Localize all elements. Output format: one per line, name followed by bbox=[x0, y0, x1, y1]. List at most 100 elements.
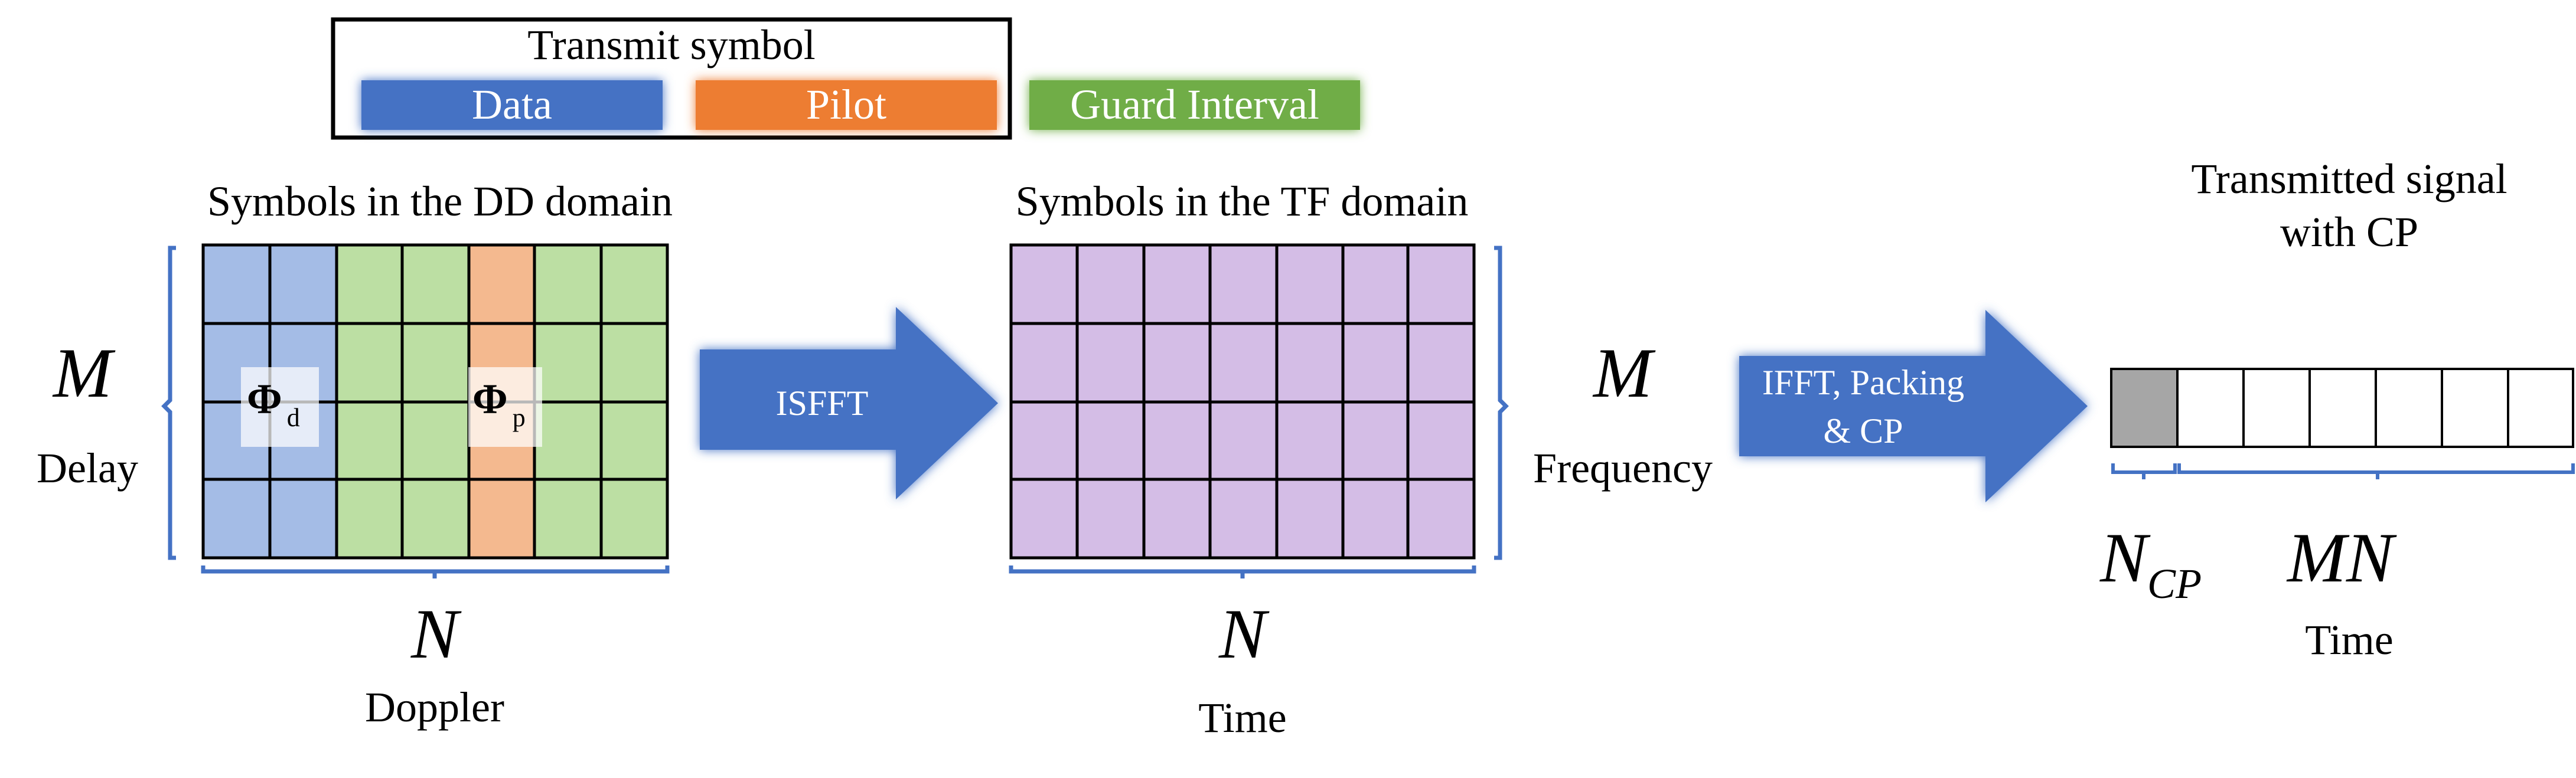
dd-cell bbox=[599, 478, 669, 560]
legend-guard-swatch bbox=[1029, 80, 1360, 130]
tf-cell bbox=[1208, 478, 1279, 560]
tf-right-brace bbox=[1494, 246, 1509, 560]
dd-n-label: N bbox=[410, 594, 462, 673]
tf-cell bbox=[1009, 243, 1079, 325]
dd-cell bbox=[335, 400, 404, 481]
tf-frequency-label: Frequency bbox=[1533, 444, 1713, 492]
legend-data-swatch bbox=[361, 80, 663, 130]
tf-cell bbox=[1341, 400, 1410, 481]
ifft-label-line1: IFFT, Packing bbox=[1762, 363, 1964, 402]
phi-d-highlight bbox=[241, 367, 319, 447]
cp-brace bbox=[2111, 463, 2177, 479]
dd-cell bbox=[335, 322, 404, 404]
signal-cell bbox=[2375, 368, 2443, 448]
legend-guard-label: Guard Interval bbox=[1070, 81, 1319, 128]
legend-pilot-swatch bbox=[696, 80, 997, 130]
signal-title-line2: with CP bbox=[2280, 208, 2418, 256]
tf-n-label: N bbox=[1218, 594, 1270, 673]
tf-cell bbox=[1275, 400, 1345, 481]
tf-cell bbox=[1208, 243, 1279, 325]
legend-title: Transmit symbol bbox=[527, 21, 815, 68]
dd-cell bbox=[533, 400, 603, 481]
tf-grid bbox=[1009, 243, 1476, 560]
tf-title: Symbols in the TF domain bbox=[1016, 178, 1469, 225]
signal-cell bbox=[2176, 368, 2245, 448]
mn-label: MN bbox=[2286, 518, 2397, 597]
tf-cell bbox=[1406, 400, 1476, 481]
tf-cell bbox=[1275, 243, 1345, 325]
dd-cell bbox=[533, 478, 603, 560]
dd-cell bbox=[201, 478, 272, 560]
tf-time-label: Time bbox=[1198, 694, 1286, 741]
legend-data-label: Data bbox=[472, 81, 552, 128]
isfft-arrow: ISFFT bbox=[700, 307, 998, 499]
dd-cell bbox=[599, 243, 669, 325]
dd-left-brace bbox=[161, 246, 176, 560]
signal-cell bbox=[2507, 368, 2574, 448]
legend: Transmit symbol Data Pilot Guard Interva… bbox=[331, 17, 1360, 140]
dd-cell bbox=[268, 243, 338, 325]
tf-cell bbox=[1208, 400, 1279, 481]
dd-m-label: M bbox=[52, 334, 116, 412]
dd-cell bbox=[201, 243, 272, 325]
dd-doppler-label: Doppler bbox=[365, 684, 504, 731]
tf-cell bbox=[1142, 322, 1212, 404]
ifft-label-line2: & CP bbox=[1823, 411, 1903, 450]
ncp-label: NCP bbox=[2099, 518, 2202, 607]
tf-cell bbox=[1009, 322, 1079, 404]
dd-title: Symbols in the DD domain bbox=[207, 178, 673, 225]
tf-cell bbox=[1275, 478, 1345, 560]
tf-cell bbox=[1009, 400, 1079, 481]
dd-cell bbox=[400, 400, 471, 481]
signal-time-label: Time bbox=[2305, 616, 2393, 663]
tf-cell bbox=[1341, 243, 1410, 325]
tf-cell bbox=[1208, 322, 1279, 404]
isfft-arrow-shape bbox=[700, 307, 998, 499]
dd-cell bbox=[599, 400, 669, 481]
dd-cell bbox=[400, 243, 471, 325]
cp-cell bbox=[2110, 368, 2179, 448]
tf-cell bbox=[1075, 322, 1146, 404]
signal-cell bbox=[2242, 368, 2311, 448]
isfft-label: ISFFT bbox=[776, 384, 869, 423]
tf-bottom-brace bbox=[1009, 565, 1476, 578]
dd-bottom-brace bbox=[201, 565, 670, 578]
tf-cell bbox=[1142, 478, 1212, 560]
dd-grid bbox=[201, 243, 669, 560]
tf-cell bbox=[1406, 478, 1476, 560]
signal-row bbox=[2110, 368, 2574, 448]
dd-cell bbox=[335, 478, 404, 560]
signal-title-line1: Transmitted signal bbox=[2191, 155, 2507, 202]
dd-cell bbox=[400, 478, 471, 560]
tf-cell bbox=[1142, 243, 1212, 325]
dd-cell bbox=[400, 322, 471, 404]
ifft-arrow: IFFT, Packing & CP bbox=[1739, 310, 2088, 502]
dd-cell bbox=[467, 478, 536, 560]
mn-brace bbox=[2177, 463, 2575, 479]
dd-cell bbox=[467, 243, 536, 325]
tf-cell bbox=[1075, 400, 1146, 481]
tf-cell bbox=[1009, 478, 1079, 560]
dd-cell bbox=[533, 243, 603, 325]
tf-cell bbox=[1341, 322, 1410, 404]
dd-cell bbox=[599, 322, 669, 404]
transmitted-signal: Transmitted signal with CP NCP MN Time bbox=[2099, 155, 2575, 663]
phi-p-highlight bbox=[468, 367, 542, 447]
tf-cell bbox=[1406, 243, 1476, 325]
tf-cell bbox=[1075, 478, 1146, 560]
tf-cell bbox=[1406, 322, 1476, 404]
dd-delay-label: Delay bbox=[37, 444, 138, 492]
signal-cell bbox=[2441, 368, 2509, 448]
tf-m-label: M bbox=[1592, 334, 1656, 412]
dd-cell bbox=[335, 243, 404, 325]
tf-cell bbox=[1075, 243, 1146, 325]
dd-cell bbox=[268, 478, 338, 560]
tf-cell bbox=[1275, 322, 1345, 404]
signal-cell bbox=[2308, 368, 2377, 448]
tf-cell bbox=[1142, 400, 1212, 481]
ifft-arrow-shape bbox=[1739, 310, 2088, 502]
